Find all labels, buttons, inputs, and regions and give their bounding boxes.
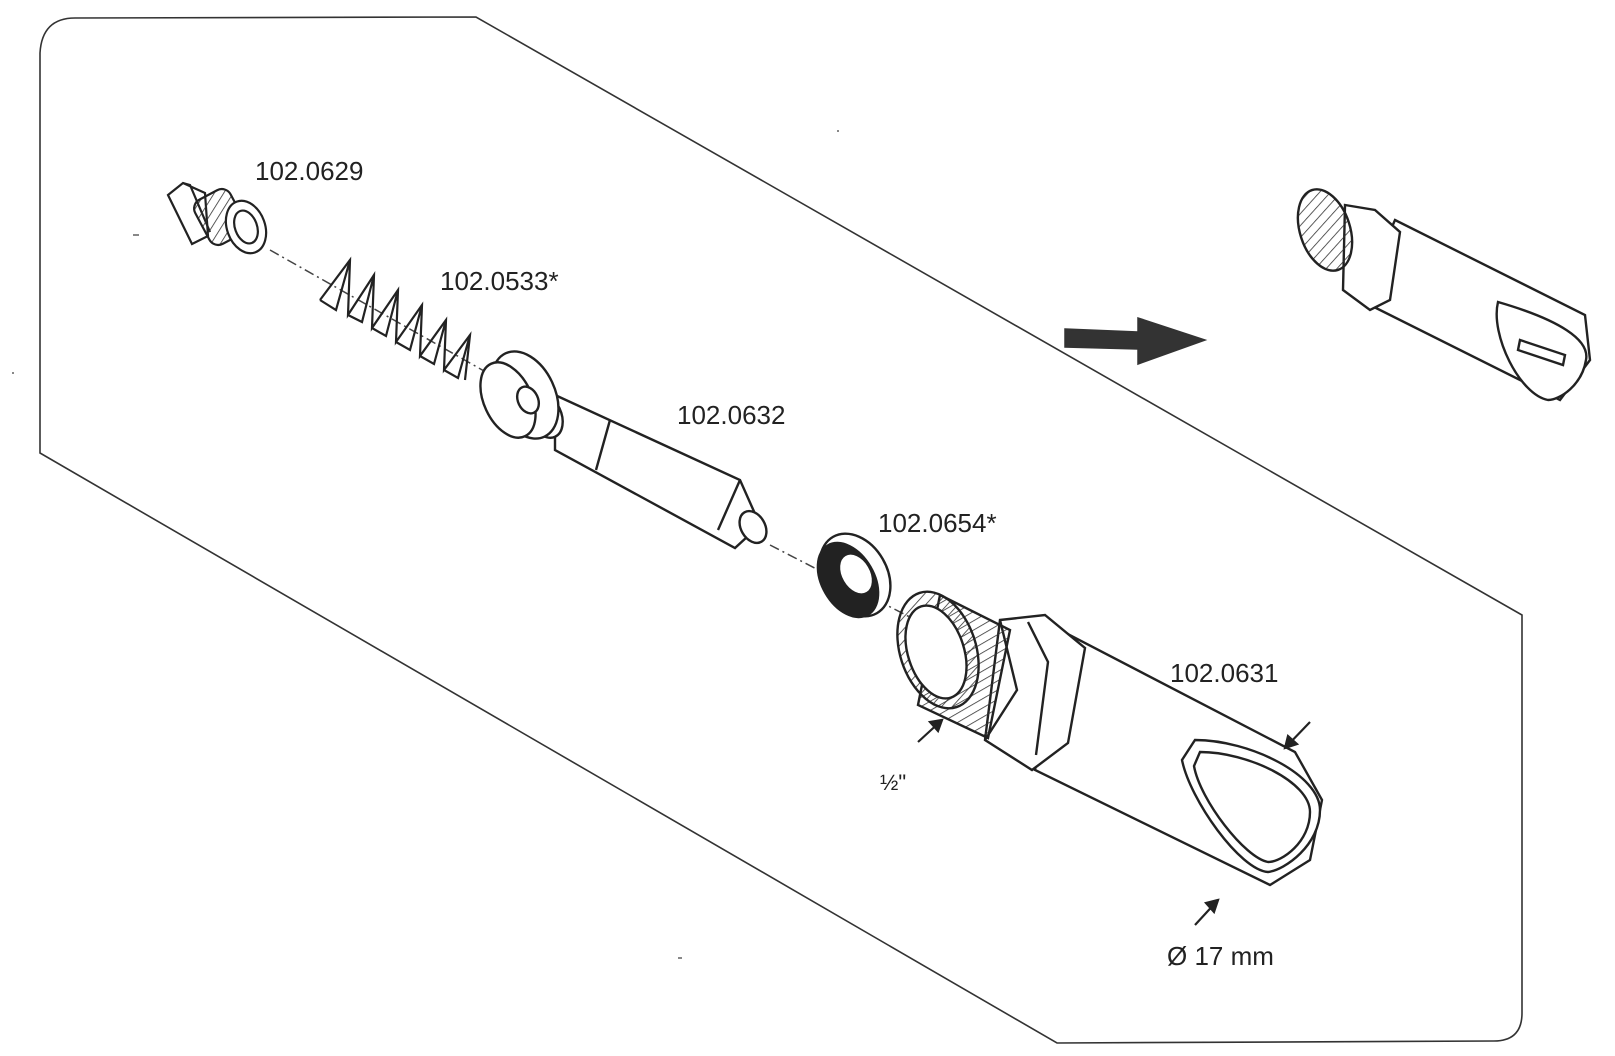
- diagram-frame: [39, 16, 1523, 1044]
- part-label-nipple-body: 102.0631: [1170, 658, 1279, 688]
- diameter-label: Ø 17 mm: [1167, 941, 1274, 971]
- seal-ring-part: [816, 532, 892, 619]
- scan-specks: [12, 130, 839, 959]
- stem-part: [479, 350, 768, 550]
- assembled-nipple: [1296, 188, 1592, 402]
- part-label-valve-pin: 102.0629: [255, 156, 364, 186]
- part-label-seal-ring: 102.0654*: [878, 508, 997, 538]
- part-label-spring: 102.0533*: [440, 266, 559, 296]
- part-label-stem: 102.0632: [677, 400, 786, 430]
- thread-size-label: ½": [880, 770, 907, 795]
- dimension-arrows: [917, 718, 1311, 926]
- valve-pin-part: [166, 181, 268, 255]
- nipple-body-part: [896, 590, 1324, 887]
- direction-arrow: [1064, 316, 1208, 366]
- spring-part: [319, 256, 472, 381]
